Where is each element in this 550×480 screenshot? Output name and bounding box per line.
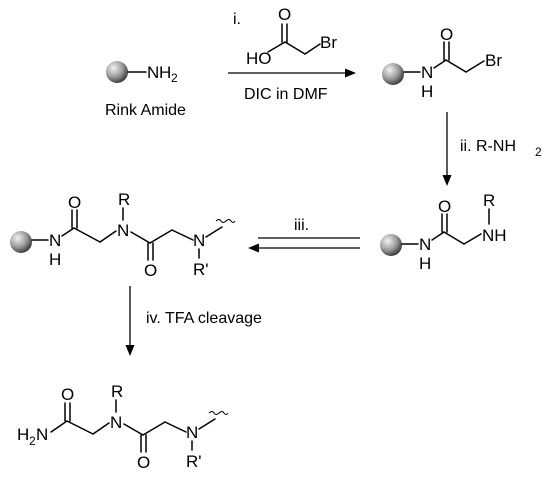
resin-bead-icon: [382, 63, 404, 85]
amide-n-label: N: [419, 235, 431, 254]
substituent-r-prime-label: R': [186, 452, 202, 471]
compound-cleaved-peptoid: H 2 N O N R O N R': [17, 382, 229, 472]
bond: [304, 43, 321, 55]
step-ii-label: ii. R-NH: [460, 138, 516, 155]
bond: [443, 231, 465, 245]
step-iv-label: iv. TFA cleavage: [146, 310, 262, 327]
bond: [198, 418, 216, 430]
bond: [164, 421, 187, 433]
compound-rink-amide-resin: N H 2 Rink Amide: [105, 61, 186, 119]
amide-n-label: N: [49, 231, 61, 250]
step-i-label: i.: [233, 11, 241, 28]
terminal-h-label: H: [17, 425, 29, 444]
compound-peptoid-monomer-resin: N H O NH R: [380, 191, 507, 273]
bond: [445, 59, 467, 73]
bond: [99, 230, 117, 243]
step-i-reagent-label: DIC in DMF: [244, 86, 328, 103]
chain-continuation-icon: [208, 411, 229, 415]
bond: [50, 420, 68, 433]
terminal-h2-subscript: 2: [29, 434, 36, 448]
tertiary-n-label: N: [186, 423, 198, 442]
carbonyl-o-label: O: [68, 193, 81, 212]
compound-peptoid-dimer-resin: N H O N R O N R': [10, 190, 236, 280]
amine-h2-subscript: 2: [171, 71, 178, 85]
bond: [149, 229, 173, 244]
substituent-r-label: R: [111, 382, 123, 401]
resin-bead-icon: [106, 61, 128, 83]
bond: [463, 233, 482, 245]
acid-o-label: O: [278, 5, 291, 24]
bond: [66, 420, 94, 435]
bond: [431, 231, 445, 241]
terminal-n-label: N: [36, 425, 48, 444]
chain-continuation-icon: [215, 219, 236, 223]
bond: [465, 60, 485, 73]
amide-n-label: N: [421, 63, 433, 82]
substituent-r-label: R: [483, 191, 495, 210]
bond: [130, 231, 151, 244]
tertiary-n-label: N: [193, 231, 205, 250]
bond: [171, 229, 194, 241]
carbonyl-o-label: O: [438, 197, 451, 216]
bond: [92, 422, 110, 435]
acid-ho-label: HO: [246, 49, 272, 68]
bond: [433, 59, 447, 69]
amine-h-label: H: [159, 63, 171, 82]
carbonyl-o-label: O: [440, 25, 453, 44]
tertiary-n-label: N: [117, 221, 129, 240]
bond: [267, 41, 286, 53]
bond: [284, 41, 306, 55]
bond: [123, 423, 144, 436]
step-ii-subscript: 2: [535, 145, 542, 159]
bond: [61, 227, 75, 237]
compound-bromoacetamide-resin: N H O Br: [382, 25, 502, 101]
resin-name-label: Rink Amide: [105, 102, 186, 119]
tertiary-n-label: N: [110, 413, 122, 432]
arrow-step-iii: iii.: [248, 217, 360, 253]
acid-br-label: Br: [320, 33, 337, 52]
bond: [73, 227, 101, 243]
bromo-br-label: Br: [485, 51, 502, 70]
amine-n-label: N: [147, 63, 159, 82]
amide-h-label: H: [419, 254, 431, 273]
resin-bead-icon: [10, 231, 32, 253]
arrow-step-iv: iv. TFA cleavage: [125, 286, 262, 356]
carbonyl-o-label: O: [144, 261, 157, 280]
resin-bead-icon: [380, 234, 402, 256]
substituent-r-prime-label: R': [193, 260, 209, 279]
carbonyl-o-label: O: [61, 385, 74, 404]
reagent-bromoacetic-acid: i. O HO Br: [233, 5, 337, 68]
substituent-r-label: R: [118, 190, 130, 209]
amide-h-label: H: [421, 82, 433, 101]
step-iii-label: iii.: [294, 217, 309, 234]
carbonyl-o-label: O: [137, 453, 150, 472]
bond: [142, 421, 166, 436]
arrow-step-ii: ii. R-NH 2: [442, 112, 542, 186]
bond: [205, 226, 223, 238]
arrow-step-i: DIC in DMF: [228, 68, 356, 103]
amine-nh-label: NH: [482, 226, 507, 245]
amide-h-label: H: [49, 250, 61, 269]
